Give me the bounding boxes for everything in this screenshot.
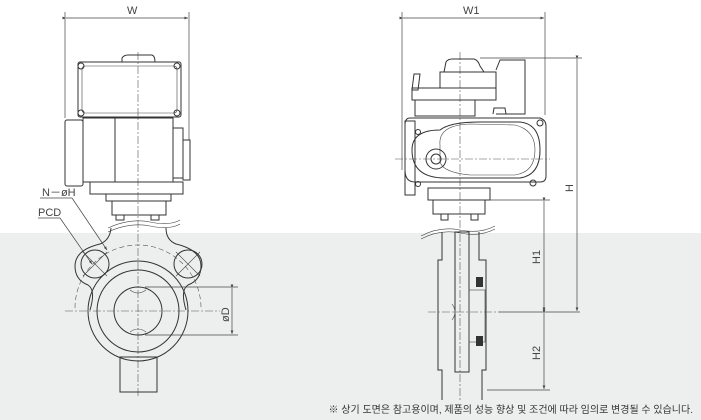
dim-label-w: W [127,5,138,17]
dim-label-h1: H1 [531,250,543,264]
dim-label-pcd: PCD [38,207,61,219]
dim-label-w1: W1 [463,5,480,17]
side-view [395,12,582,400]
front-view [38,12,238,398]
disclaimer-note: ※ 상기 도면은 참고용이며, 제품의 성능 향상 및 조건에 따라 임의로 변… [328,405,693,416]
dim-label-h: H [564,184,576,192]
dim-label-od: øD [220,307,232,322]
background-band [0,233,701,420]
dim-label-n-oh: N－øH [42,187,76,199]
dim-label-h2: H2 [531,346,543,360]
